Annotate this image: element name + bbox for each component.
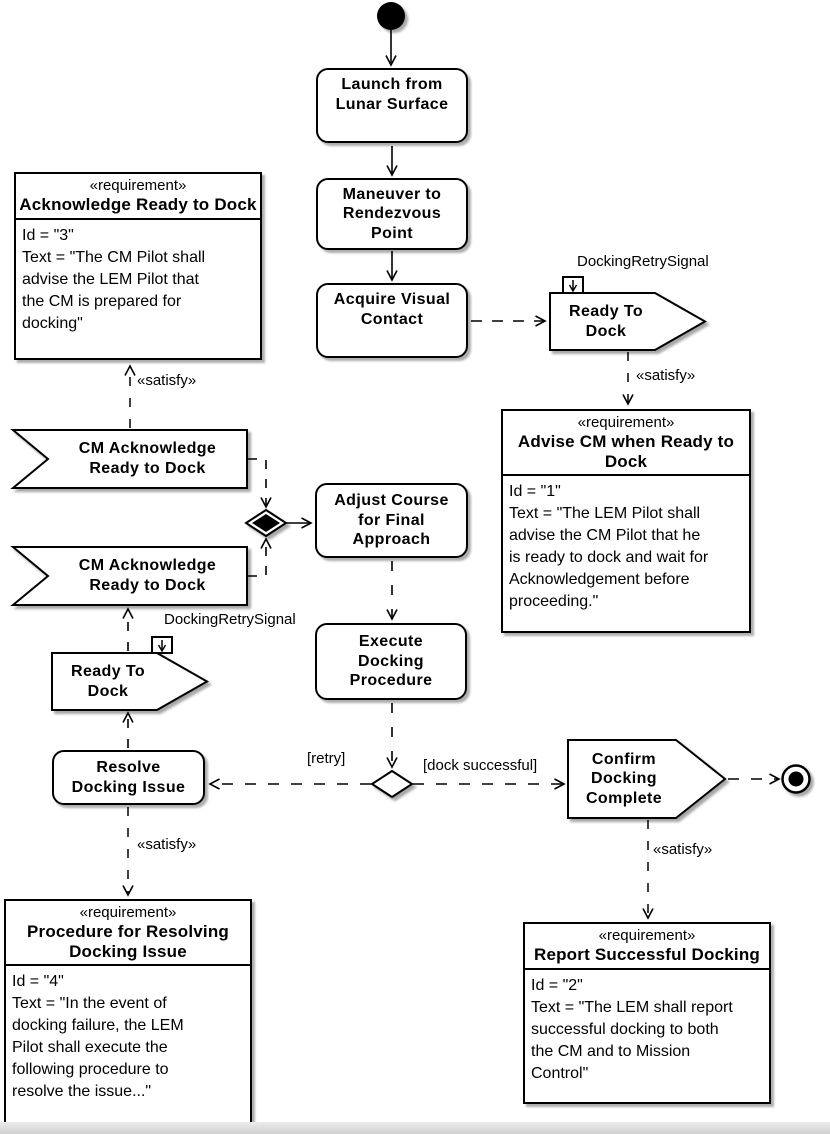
requirement-stereotype: «requirement» (89, 177, 187, 194)
satisfy-label-top-left: «satisfy» (137, 372, 197, 389)
requirement-title: Report Successful Docking (533, 945, 761, 964)
requirement-stereotype: «requirement» (79, 904, 177, 921)
final-node-dot-icon (788, 771, 804, 787)
guard-dock-successful-label: [dock successful] (423, 757, 538, 774)
requirement-title: Acknowledge Ready to Dock (19, 195, 257, 214)
action-label: Execute Docking Procedure (349, 633, 433, 690)
satisfy-label-bottom-right: «satisfy» (653, 841, 713, 858)
requirement-advise-cm-when-ready-to-dock: «requirement» Advise CM when Ready to Do… (501, 409, 751, 633)
action-execute-docking-procedure: Execute Docking Procedure (315, 623, 467, 700)
action-label: Launch from Lunar Surface (335, 76, 449, 113)
action-label: Resolve Docking Issue (71, 758, 186, 796)
action-acquire-visual-contact: Acquire Visual Contact (316, 283, 468, 358)
requirement-report-successful-docking: «requirement» Report Successful Docking … (523, 922, 771, 1104)
decision-node-icon (370, 769, 414, 799)
requirement-header: «requirement» Report Successful Docking (525, 924, 769, 970)
guard-retry-label: [retry] (307, 750, 346, 767)
requirement-title: Procedure for Resolving Docking Issue (26, 922, 230, 961)
requirement-header: «requirement» Acknowledge Ready to Dock (16, 174, 260, 220)
edge-cm-ack-top-to-merge (248, 458, 272, 509)
requirement-acknowledge-ready-to-dock: «requirement» Acknowledge Ready to Dock … (14, 172, 262, 360)
requirement-body: Id = "3" Text = "The CM Pilot shall advi… (22, 226, 206, 332)
send-signal-ready-to-dock-top (549, 292, 708, 351)
receive-signal-cm-acknowledge-bottom (10, 546, 248, 606)
send-signal-ready-to-dock-left (51, 652, 210, 711)
edge-cm-ack-bottom-to-merge (248, 537, 272, 577)
action-label: Adjust Course for Final Approach (334, 492, 449, 549)
signal-name-label-left: DockingRetrySignal (164, 611, 296, 628)
satisfy-label-bottom-left: «satisfy» (137, 836, 197, 853)
requirement-title: Advise CM when Ready to Dock (517, 432, 735, 471)
signal-name-label-top: DockingRetrySignal (577, 253, 709, 270)
satisfy-label-right: «satisfy» (636, 367, 696, 384)
confirm-docking-complete-label: Confirm Docking Complete (585, 750, 663, 807)
merge-node-core-icon (252, 514, 280, 532)
action-resolve-docking-issue: Resolve Docking Issue (52, 750, 205, 805)
action-adjust-course-for-final-approach: Adjust Course for Final Approach (315, 483, 468, 558)
requirement-header: «requirement» Procedure for Resolving Do… (6, 901, 250, 967)
ready-to-dock-left-label: Ready To Dock (70, 662, 146, 700)
requirement-body: Id = "4" Text = "In the event of docking… (12, 973, 184, 1101)
requirement-body: Id = "2" Text = "The LEM shall report su… (531, 976, 733, 1082)
receive-signal-cm-acknowledge-top (10, 429, 248, 489)
action-launch-from-lunar-surface: Launch from Lunar Surface (316, 68, 468, 143)
requirement-body: Id = "1" Text = "The LEM Pilot shall adv… (509, 483, 709, 611)
action-label: Acquire Visual Contact (333, 291, 451, 328)
requirement-header: «requirement» Advise CM when Ready to Do… (503, 411, 749, 477)
page-bottom-band (0, 1122, 830, 1134)
send-signal-confirm-docking-complete (567, 739, 727, 819)
action-label: Maneuver to Rendezvous Point (342, 185, 442, 242)
requirement-stereotype: «requirement» (598, 927, 696, 944)
cm-acknowledge-top-label: CM Acknowledge Ready to Dock (78, 440, 217, 477)
requirement-procedure-for-resolving-docking-issue: «requirement» Procedure for Resolving Do… (4, 899, 252, 1124)
action-maneuver-to-rendezvous-point: Maneuver to Rendezvous Point (316, 178, 468, 250)
initial-node-icon (377, 2, 405, 30)
cm-acknowledge-bottom-label: CM Acknowledge Ready to Dock (78, 557, 217, 594)
requirement-stereotype: «requirement» (577, 414, 675, 431)
ready-to-dock-top-label: Ready To Dock (568, 302, 644, 340)
